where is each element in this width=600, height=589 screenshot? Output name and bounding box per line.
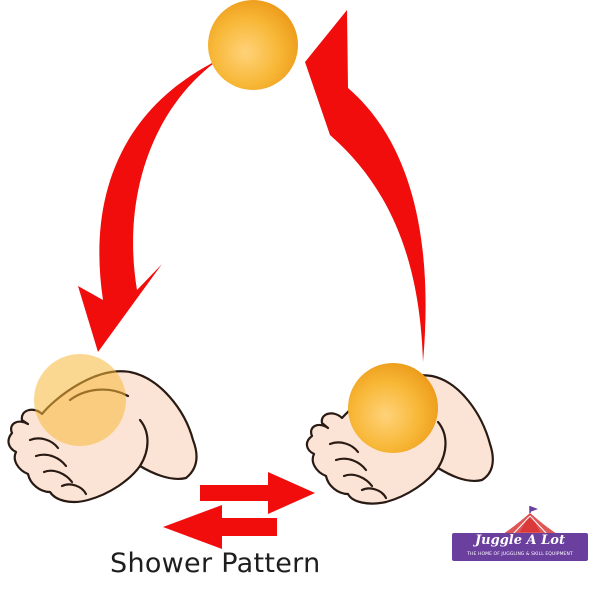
curved-arrow-icon <box>78 60 218 352</box>
logo-subtitle: THE HOME OF JUGGLING & SKILL EQUIPMENT <box>467 552 573 557</box>
curved-arrow-icon <box>305 10 426 362</box>
circus-tent-icon <box>503 506 557 535</box>
juggle-a-lot-logo: Juggle A Lot THE HOME OF JUGGLING & SKIL… <box>452 505 588 569</box>
ball-icon <box>34 354 126 446</box>
ball-icon <box>348 363 438 453</box>
diagram-caption: Shower Pattern <box>110 548 321 579</box>
logo-title: Juggle A Lot <box>475 533 565 548</box>
ball-icon <box>208 0 298 90</box>
pass-arrow-icon <box>200 472 315 514</box>
pass-arrow-icon <box>163 505 277 549</box>
logo-banner <box>452 533 588 561</box>
